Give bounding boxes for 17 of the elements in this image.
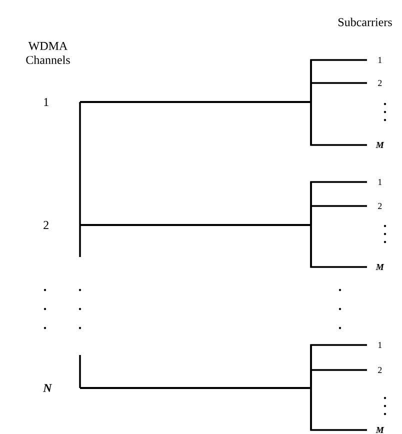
column-heading: WDMA Channels	[26, 42, 70, 64]
subcarrier-label: M	[376, 264, 384, 270]
connector-line	[80, 101, 367, 146]
channel-label: 2	[44, 221, 48, 229]
connector-line	[80, 224, 367, 268]
connector-line	[80, 387, 367, 431]
subcarrier-label: 1	[378, 179, 382, 185]
subcarrier-label: 2	[378, 367, 382, 373]
column-heading: Subcarriers	[338, 18, 392, 26]
subcarrier-label: 1	[378, 342, 382, 348]
subcarrier-label: 2	[378, 80, 382, 86]
channel-label: N	[43, 384, 52, 392]
subcarrier-label: M	[376, 142, 384, 148]
subcarrier-label: 1	[378, 57, 382, 63]
subcarrier-label: M	[376, 427, 384, 433]
subcarrier-label: 2	[378, 203, 382, 209]
channel-label: 1	[44, 98, 48, 106]
